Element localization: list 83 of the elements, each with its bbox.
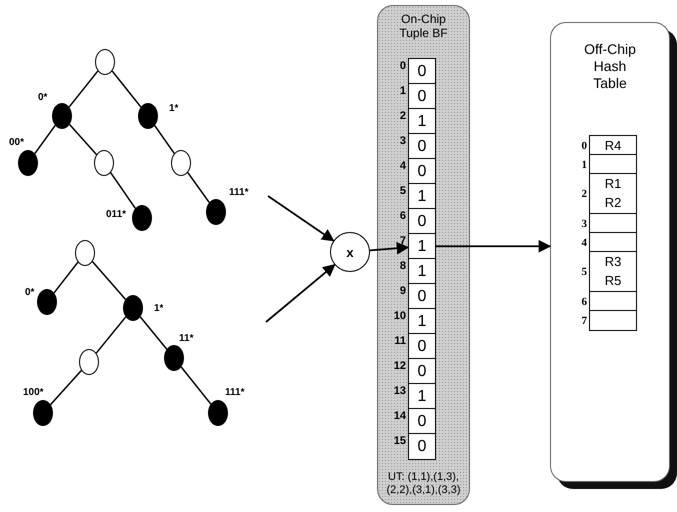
record-label: R2 (604, 194, 622, 212)
arrow (265, 264, 336, 323)
bit-value: 1 (416, 262, 428, 282)
tree-edge (69, 124, 97, 156)
tree-edge (112, 70, 142, 108)
index-label: 14 (394, 409, 406, 423)
index-label: 10 (394, 309, 406, 323)
tree-edge (180, 366, 212, 404)
index-label: 0 (400, 59, 406, 73)
tree-edge (34, 125, 56, 154)
arrow (436, 240, 552, 253)
bit-value: 0 (416, 437, 428, 457)
bit-value: 1 (416, 112, 428, 132)
empty-trie-node (95, 49, 115, 75)
hash-table-panel (550, 22, 670, 482)
bit-value: 0 (416, 137, 428, 157)
index-label: 11 (394, 334, 406, 348)
prefix-label: 111* (225, 387, 244, 399)
prefix-label: 011* (106, 209, 126, 221)
empty-trie-node (79, 349, 99, 375)
bit-value: 1 (416, 237, 428, 257)
index-label: 0 (582, 138, 587, 152)
arrow (370, 242, 410, 255)
prefix-label: 00* (9, 137, 24, 149)
index-label: 5 (582, 265, 587, 279)
index-label: 4 (582, 236, 587, 250)
bit-value: 0 (416, 337, 428, 357)
bit-value: 0 (416, 287, 428, 307)
tree-edge (96, 316, 126, 354)
index-label: 3 (400, 134, 406, 148)
tree-edge (140, 316, 168, 350)
panel-title: On-Chip Tuple BF (398, 12, 449, 41)
index-label: 9 (400, 284, 406, 298)
index-label: 6 (582, 294, 587, 308)
index-label: 2 (400, 109, 406, 123)
index-label: 4 (400, 159, 406, 173)
prefix-label: 0* (38, 92, 48, 104)
panel-title: Off-Chip Hash Table (583, 41, 637, 92)
tree-edge (110, 172, 136, 209)
empty-trie-node (94, 150, 114, 176)
index-label: 1 (582, 158, 587, 172)
index-label: 2 (582, 187, 587, 201)
bit-value: 1 (416, 387, 428, 407)
prefix-label: 1* (169, 103, 178, 115)
index-label: 7 (582, 314, 587, 328)
bit-value: 1 (416, 187, 428, 207)
record-label: R4 (604, 137, 622, 155)
prefix-label: 11* (179, 333, 194, 345)
empty-trie-node (75, 240, 95, 266)
tree-edge (50, 370, 82, 406)
index-label: 8 (400, 259, 406, 273)
bit-value: 0 (416, 362, 428, 382)
operator-circle: x (330, 232, 370, 272)
tree-edge (68, 70, 98, 108)
prefix-label: 100* (23, 387, 44, 399)
record-label: R3 (604, 253, 622, 271)
record-label: R1 (604, 175, 622, 193)
prefix-label: 111* (229, 187, 248, 199)
index-label: 13 (394, 384, 406, 398)
tree-edge (92, 261, 126, 300)
empty-trie-node (171, 150, 191, 176)
index-label: 6 (400, 209, 406, 223)
tree-edge (154, 125, 175, 154)
index-label: 15 (394, 434, 406, 448)
index-label: 3 (582, 216, 587, 230)
bit-value: 1 (416, 312, 428, 332)
prefix-label: 1* (154, 303, 164, 315)
index-label: 7 (400, 234, 406, 248)
tree-edge (187, 172, 210, 203)
bit-value: 0 (416, 62, 428, 82)
index-label: 12 (394, 359, 406, 373)
bit-value: 0 (416, 87, 428, 107)
bit-value: 0 (416, 412, 428, 432)
arrow (268, 195, 335, 242)
prefix-label: 0* (25, 287, 34, 299)
bit-value: 0 (416, 212, 428, 232)
tree-edge (54, 262, 78, 294)
record-label: R5 (604, 272, 622, 290)
bloom-filter-panel (377, 5, 470, 505)
index-label: 1 (400, 84, 406, 98)
note-text: UT: (1,1),(1,3),(2,2),(3,1),(3,3) (386, 470, 462, 498)
index-label: 5 (400, 184, 406, 198)
bit-value: 0 (416, 162, 428, 182)
